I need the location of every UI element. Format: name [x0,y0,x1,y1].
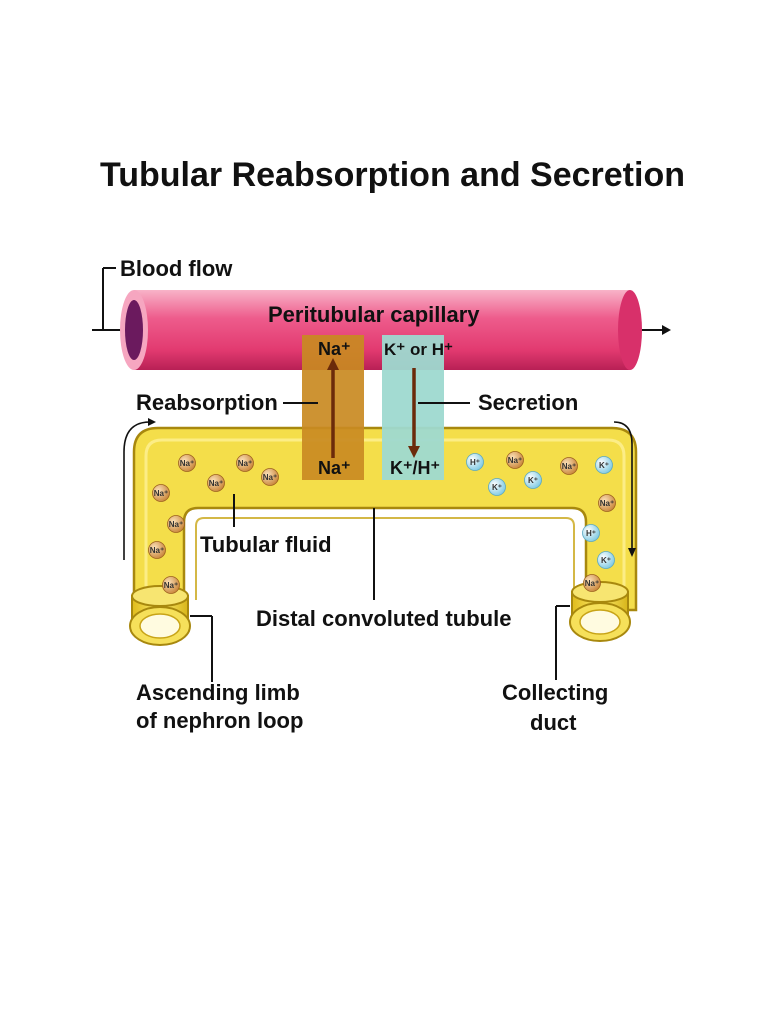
svg-text:Na⁺: Na⁺ [150,546,164,555]
svg-text:K⁺: K⁺ [492,483,502,492]
svg-text:K⁺: K⁺ [528,476,538,485]
ascending-label-line2: of nephron loop [136,708,303,733]
na-ion: Na⁺ [560,457,578,475]
blood-flow-label: Blood flow [120,256,233,281]
reabsorption-bottom-ion: Na⁺ [318,458,351,478]
h-ion: H⁺ [466,453,484,471]
h-ion: H⁺ [582,524,600,542]
ascending-limb-opening [129,585,191,646]
na-ion: Na⁺ [583,574,601,592]
svg-text:H⁺: H⁺ [586,529,596,538]
arrow-up-icon [327,358,339,370]
svg-text:Na⁺: Na⁺ [169,520,183,529]
reabsorption-label: Reabsorption [136,390,278,415]
na-ion: Na⁺ [148,541,166,559]
collecting-flow-arrow [613,421,636,557]
capillary-label: Peritubular capillary [268,302,480,327]
na-ion: Na⁺ [178,454,196,472]
svg-text:Na⁺: Na⁺ [585,579,599,588]
collecting-label-line2: duct [530,710,577,735]
svg-text:K⁺: K⁺ [601,556,611,565]
na-ion: Na⁺ [598,494,616,512]
secretion-channel [382,335,444,480]
reabsorption-top-ion: Na⁺ [318,339,351,359]
na-ion: Na⁺ [207,474,225,492]
svg-text:Na⁺: Na⁺ [562,462,576,471]
svg-text:Na⁺: Na⁺ [238,459,252,468]
svg-text:Na⁺: Na⁺ [154,489,168,498]
svg-text:Na⁺: Na⁺ [600,499,614,508]
na-ion: Na⁺ [152,484,170,502]
svg-text:Na⁺: Na⁺ [263,473,277,482]
na-ion: Na⁺ [162,576,180,594]
tubular-ions: Na⁺ Na⁺ Na⁺ Na⁺ Na⁺ Na⁺ Na⁺ Na⁺ H⁺ Na⁺ K⁺ K⁺ Na⁺ K⁺ Na… [148,451,616,594]
svg-text:Na⁺: Na⁺ [209,479,223,488]
na-ion: Na⁺ [506,451,524,469]
ascending-flow-arrow [123,418,156,560]
na-ion: Na⁺ [236,454,254,472]
secretion-bottom-ion: K⁺/H⁺ [390,458,440,478]
arrow-right-icon [662,325,671,335]
svg-text:H⁺: H⁺ [470,458,480,467]
tubular-fluid-label: Tubular fluid [200,532,332,557]
collecting-label-line1: Collecting [502,680,608,705]
k-ion: K⁺ [595,456,613,474]
k-ion: K⁺ [597,551,615,569]
svg-text:Na⁺: Na⁺ [164,581,178,590]
page-title: Tubular Reabsorption and Secretion [100,156,685,194]
tubule-label: Distal convoluted tubule [256,606,511,631]
svg-text:Na⁺: Na⁺ [180,459,194,468]
secretion-label: Secretion [478,390,578,415]
k-ion: K⁺ [524,471,542,489]
na-ion: Na⁺ [167,515,185,533]
collecting-duct-opening [569,581,631,642]
k-ion: K⁺ [488,478,506,496]
reabsorption-channel [302,335,364,480]
svg-text:Na⁺: Na⁺ [508,456,522,465]
svg-text:K⁺: K⁺ [599,461,609,470]
arrow-down-icon [408,446,420,458]
na-ion: Na⁺ [261,468,279,486]
ascending-label-line1: Ascending limb [136,680,300,705]
secretion-top-ion: K⁺ or H⁺ [384,340,453,359]
